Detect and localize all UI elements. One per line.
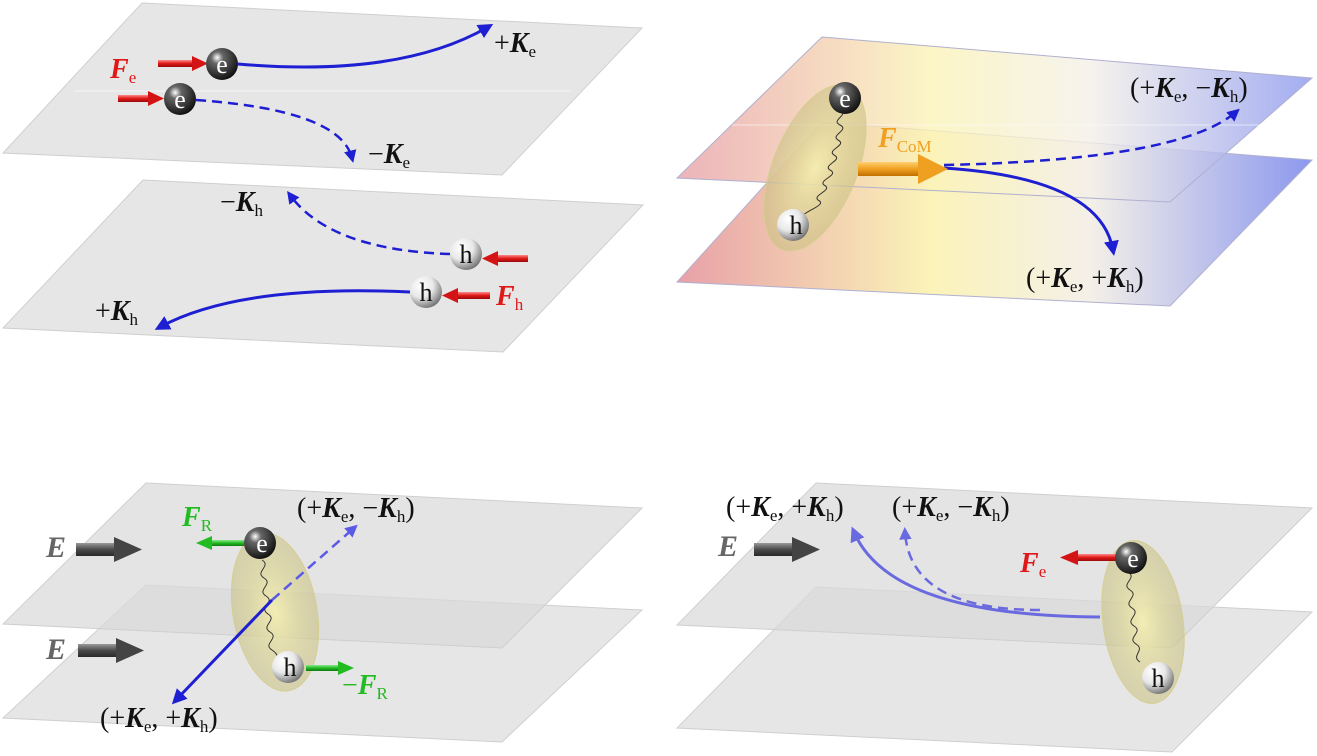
hole-sphere: h xyxy=(1142,662,1174,694)
label-valley-plus-ke: +Ke xyxy=(494,28,536,61)
force-arrow-electron xyxy=(1060,550,1116,565)
hole-sphere: h xyxy=(410,276,442,308)
electron-sphere: e xyxy=(1115,542,1147,574)
plane-top-layer xyxy=(1,482,644,649)
electron-sphere: e xyxy=(206,48,238,80)
hole-label: h xyxy=(460,240,473,269)
electron-label: e xyxy=(256,529,268,558)
label-force-rashba: FR xyxy=(181,502,213,535)
label-valley-minus-ke: −Ke xyxy=(368,139,410,172)
force-arrow-com xyxy=(858,154,948,184)
field-arrow-bottom xyxy=(78,638,144,663)
label-valley-minus-kh: −Kh xyxy=(220,187,263,220)
hole-label: h xyxy=(284,653,297,682)
trajectory-com-dashed xyxy=(943,108,1240,167)
label-field-bottom: E xyxy=(45,633,66,666)
trajectory-hole-plus-k xyxy=(154,289,411,330)
exciton-envelope xyxy=(1101,540,1185,704)
hole-label: h xyxy=(420,278,433,307)
label-force-minus-rashba: −FR xyxy=(342,670,388,703)
label-valley-left: (+Ke, +Kh) xyxy=(726,492,844,525)
trajectory-electron-plus-k xyxy=(237,23,494,69)
label-valley-plus-kh: +Kh xyxy=(95,296,138,329)
label-field: E xyxy=(717,530,738,563)
label-valley-bottom: (+Ke, +Kh) xyxy=(1026,263,1144,296)
trajectory-electron-minus-k xyxy=(195,98,357,163)
electron-sphere: e xyxy=(244,527,276,559)
label-valley-bottom: (+Ke, +Kh) xyxy=(100,703,218,736)
label-force-hole: Fh xyxy=(495,281,524,314)
electron-sphere: e xyxy=(164,83,196,115)
force-arrow-hole-1 xyxy=(482,251,528,266)
exciton-binding-spring xyxy=(260,559,284,665)
electron-label: e xyxy=(839,84,851,113)
panel-a: e e h h Fe +Ke −Ke −Kh +Kh Fh xyxy=(1,2,645,353)
field-arrow xyxy=(754,537,820,562)
force-arrow-hole-2 xyxy=(442,288,490,303)
trajectory-valley-bottom xyxy=(171,598,274,705)
trajectory-valley-left xyxy=(850,526,1101,619)
hole-label: h xyxy=(1152,664,1165,693)
trajectory-com-solid xyxy=(943,166,1119,256)
trajectory-valley-top xyxy=(271,524,358,601)
electron-sphere: e xyxy=(829,82,861,114)
panel-c: e h E E FR −FR (+Ke, −Kh) (+Ke, +Kh) xyxy=(1,482,644,743)
label-valley-top: (+Ke, −Kh) xyxy=(1130,73,1248,106)
panel-b: e h FCoM (+Ke, −Kh) (+Ke, +Kh) xyxy=(675,36,1314,307)
force-arrow-electron-2 xyxy=(118,91,164,106)
electron-label: e xyxy=(1127,544,1139,573)
force-arrow-rashba xyxy=(196,536,244,550)
label-field-top: E xyxy=(45,531,66,564)
label-valley-top: (+Ke, −Kh) xyxy=(297,493,415,526)
hole-label: h xyxy=(790,211,803,240)
plane-hole-layer xyxy=(1,179,645,353)
electron-label: e xyxy=(216,50,228,79)
trajectory-hole-minus-k xyxy=(287,190,451,256)
hole-sphere: h xyxy=(777,209,809,241)
hole-sphere: h xyxy=(272,651,304,683)
trajectory-valley-right xyxy=(899,527,1041,612)
label-force-com: FCoM xyxy=(877,123,932,156)
label-force-electron: Fe xyxy=(109,54,136,87)
label-force-electron: Fe xyxy=(1019,548,1046,581)
electron-label: e xyxy=(174,85,186,114)
exciton-binding-spring xyxy=(799,109,844,219)
label-valley-right: (+Ke, −Kh) xyxy=(892,492,1010,525)
force-arrow-electron-1 xyxy=(158,56,208,71)
plane-electron-layer xyxy=(1,2,644,176)
exciton-binding-spring xyxy=(1126,571,1141,663)
hole-sphere: h xyxy=(450,238,482,270)
panel-d: e h E Fe (+Ke, +Kh) (+Ke, −Kh) xyxy=(675,482,1314,753)
force-arrow-minus-rashba xyxy=(306,661,354,675)
field-arrow-top xyxy=(76,537,142,562)
